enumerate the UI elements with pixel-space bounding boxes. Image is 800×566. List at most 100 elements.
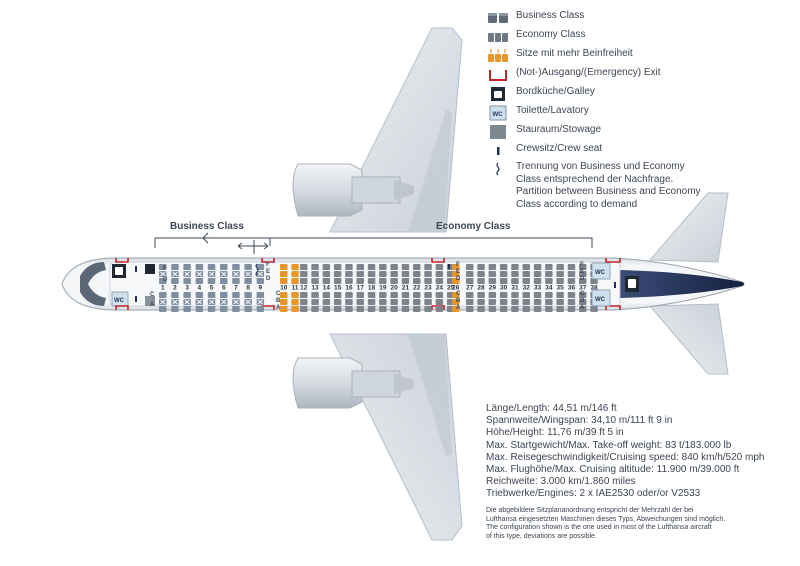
seat [477,299,485,305]
seat [435,306,444,312]
blocked-seat-mark [172,299,178,305]
seat [256,306,265,312]
partition-icon [496,162,500,176]
legend-stowage: Stauraum/Stowage [487,124,601,142]
row-number: 14 [323,285,331,292]
blocked-seat-mark [221,271,227,277]
seat [356,271,364,277]
seat [291,299,299,305]
seat [488,278,497,284]
seat [567,299,576,305]
letter-mid-a: A [456,305,461,311]
seat-row-4 [195,264,204,312]
seat [220,306,228,312]
seat [424,306,432,312]
seat [511,271,519,277]
row-number: 7 [234,285,238,292]
legend-exit: (Not-)Ausgang/(Emergency) Exit [487,67,661,85]
blocked-seat-mark [257,299,263,305]
blocked-seat-mark [257,271,263,277]
seat [511,299,519,305]
seat [401,306,410,312]
svg-text:WC: WC [493,112,504,118]
seat [452,264,460,270]
spec-range: Reichweite: 3.000 km/1.860 miles [486,476,636,488]
seat [159,264,167,270]
seat [300,292,308,298]
seat [401,264,410,270]
seat [567,292,576,298]
seat-row-36 [567,264,576,312]
seat-letters: F D C A F E D C B A F E D C B A F E D C … [150,262,585,311]
blocked-seat-mark [184,299,190,305]
seat [533,306,542,312]
seat [322,278,331,284]
seat [424,264,432,270]
seat [511,278,519,284]
seat [220,278,228,284]
seat [356,299,364,305]
seat [300,299,308,305]
letter-mid-c: C [456,291,461,297]
seat [207,306,216,312]
seat [195,264,204,270]
seat-row-18 [367,264,376,312]
seat [567,264,576,270]
disclaimer-line-3: The configuration shown is the one used … [486,524,712,532]
seat [488,264,497,270]
row-number: 5 [210,285,214,292]
seat [452,292,460,298]
seat-row-1 [159,264,167,312]
seat [401,299,410,305]
seat [291,264,299,270]
legend-crew-label: Crewsitz/Crew seat [516,143,603,154]
seat [435,271,444,277]
seat [390,264,398,270]
seat [477,306,485,312]
legend-business-label: Business Class [516,10,585,21]
row-number: 36 [568,285,576,292]
row-number: 18 [368,285,376,292]
seat [466,292,474,298]
row-number: 6 [222,285,226,292]
seat [424,292,432,298]
seat [452,306,460,312]
seat [413,306,421,312]
seat [171,264,179,270]
seat [579,306,587,312]
letter-rear-c: C [580,291,585,297]
seat [477,271,485,277]
row-number: 35 [557,285,565,292]
row-number: 20 [391,285,399,292]
seat [435,264,444,270]
blocked-seat-mark [160,271,166,277]
economy-class-heading: Economy Class [436,221,511,232]
seat [567,306,576,312]
seat-row-27 [466,264,474,312]
seat [232,292,240,298]
crew-seats [135,264,616,302]
seat [499,299,508,305]
seat [499,278,508,284]
seat [244,292,252,298]
lower-wing-flap [408,334,452,456]
seat [280,264,288,270]
economy-seat-icon [488,33,508,42]
row-number: 28 [477,285,485,292]
seat [522,292,530,298]
seat-row-32 [522,264,530,312]
letter-rear-d: D [580,276,585,282]
row-number: 1 [161,285,165,292]
row-number: 33 [534,285,542,292]
partition-line-1: Trennung von Business und Economy [516,161,685,172]
seat [533,292,542,298]
seat [159,278,167,284]
disclaimer-line-1: Die abgebildete Sitzplananordnung entspr… [486,507,694,514]
row-number: 29 [489,285,497,292]
seat [322,271,331,277]
seat [367,271,376,277]
row-number: 13 [311,285,319,292]
seat [345,278,353,284]
seat [244,306,252,312]
